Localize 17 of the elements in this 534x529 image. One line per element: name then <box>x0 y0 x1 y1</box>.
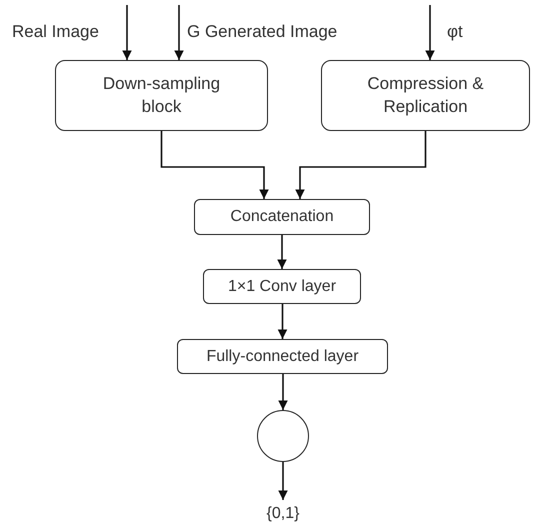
arrow <box>278 374 288 410</box>
arrow <box>277 235 287 269</box>
arrow <box>278 304 288 339</box>
process-box: Concatenation <box>194 199 370 235</box>
process-box: Fully-connected layer <box>177 339 388 374</box>
arrow <box>160 131 269 199</box>
process-box: Down-sampling block <box>55 60 268 131</box>
process-box: Compression & Replication <box>321 60 530 131</box>
edge-label: Real Image <box>12 22 99 42</box>
process-box: 1×1 Conv layer <box>203 269 361 304</box>
arrow <box>278 462 288 500</box>
edge-label: G Generated Image <box>187 22 338 42</box>
arrow <box>295 131 426 199</box>
arrow <box>174 5 184 60</box>
circle-node <box>257 410 309 462</box>
arrow <box>425 5 435 60</box>
arrow <box>122 5 132 60</box>
